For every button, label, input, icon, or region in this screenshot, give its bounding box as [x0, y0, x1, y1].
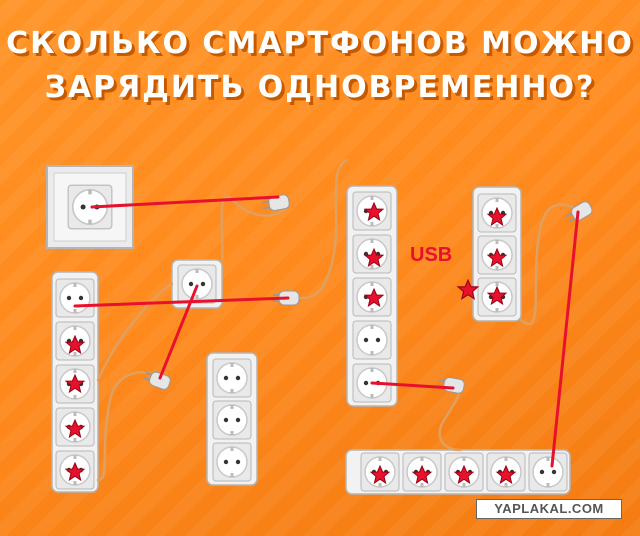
wall-socket	[46, 165, 134, 249]
title-line-1: Сколько смартфонов можно	[6, 26, 634, 61]
usb-label: USB	[410, 244, 453, 266]
red-connection-lines	[73, 195, 580, 468]
strip-middle-lower	[206, 352, 258, 486]
title-line-2: зарядить одновременно?	[44, 70, 596, 105]
watermark: YAPLAKAL.COM	[476, 499, 622, 519]
power-cords	[96, 158, 582, 482]
